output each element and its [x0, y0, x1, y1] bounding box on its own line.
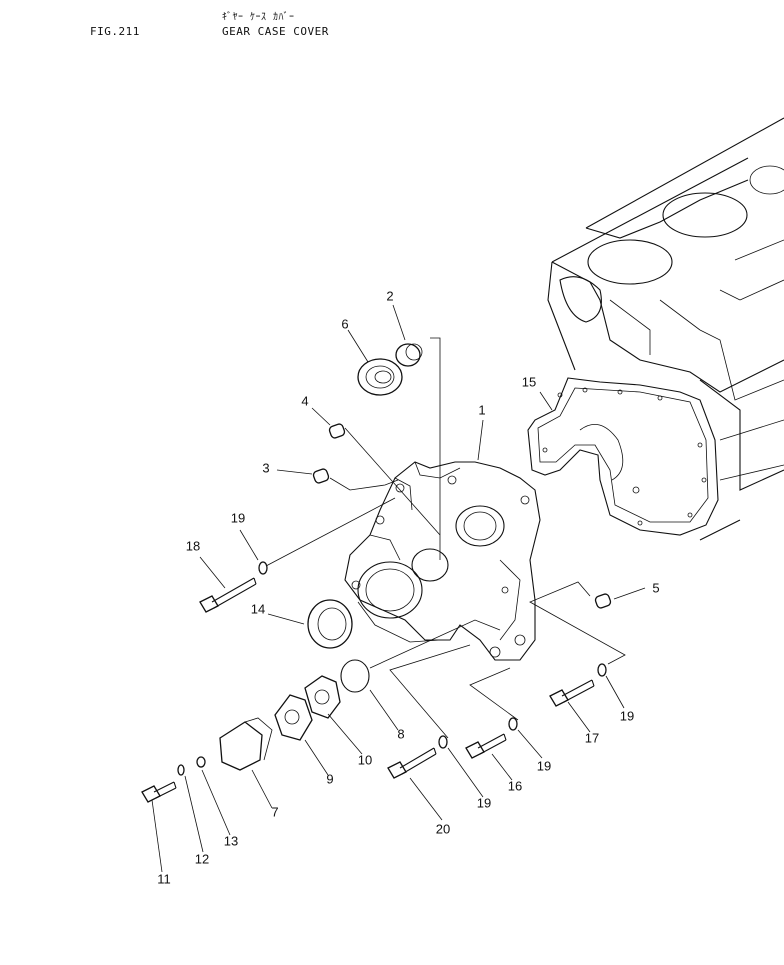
bolt	[549, 679, 595, 707]
callout-19: 19	[620, 708, 634, 723]
gasket	[304, 675, 341, 719]
callout-11: 11	[157, 871, 171, 886]
callout-18: 18	[186, 538, 200, 553]
bolt	[199, 577, 257, 613]
figure-title-japanese: ｷﾞﾔｰ ｹｰｽ ｶﾊﾞｰ	[222, 12, 295, 23]
callout-13: 13	[224, 833, 238, 848]
callout-19: 19	[231, 510, 245, 525]
callout-2: 2	[386, 288, 393, 303]
figure-title: GEAR CASE COVER	[222, 25, 329, 38]
callout-4: 4	[301, 393, 308, 408]
ball-bearing	[357, 358, 403, 396]
callout-9: 9	[326, 771, 333, 786]
plug	[594, 593, 612, 609]
engine-block	[547, 117, 784, 541]
callout-16: 16	[508, 778, 522, 793]
callout-6: 6	[341, 316, 348, 331]
bolt	[387, 747, 437, 779]
gasket	[274, 694, 313, 741]
callout-5: 5	[652, 580, 659, 595]
callout-3: 3	[262, 460, 269, 475]
bolt	[141, 781, 177, 803]
lock-washer	[508, 717, 518, 731]
part-callouts: 1 2 3 4 5 6 7 8 9 10 11 12 13 14 15 16 1…	[157, 288, 659, 886]
figure-number: FIG.211	[90, 25, 140, 38]
cover	[219, 717, 273, 771]
oil-seal	[307, 599, 353, 649]
lock-washer	[258, 561, 268, 575]
lock-washer	[597, 663, 607, 677]
plug	[328, 423, 346, 439]
callout-1: 1	[478, 402, 485, 417]
plug	[312, 468, 330, 484]
lock-washer	[438, 735, 448, 749]
gear-case-gasket	[527, 377, 719, 536]
callout-15: 15	[522, 374, 536, 389]
callout-14: 14	[251, 601, 265, 616]
o-ring	[340, 659, 370, 693]
callout-10: 10	[358, 752, 372, 767]
lock-washer	[177, 764, 185, 776]
callout-17: 17	[585, 730, 599, 745]
washer	[196, 756, 206, 768]
callout-19: 19	[537, 758, 551, 773]
callout-19: 19	[477, 795, 491, 810]
assembly-guide-lines	[265, 337, 626, 739]
leader-lines	[151, 304, 646, 873]
callout-8: 8	[397, 726, 404, 741]
gear-case-cover	[344, 461, 541, 661]
bushing	[395, 343, 423, 367]
callout-20: 20	[436, 821, 450, 836]
callout-12: 12	[195, 851, 209, 866]
callout-7: 7	[271, 804, 278, 819]
bolt	[465, 733, 507, 759]
